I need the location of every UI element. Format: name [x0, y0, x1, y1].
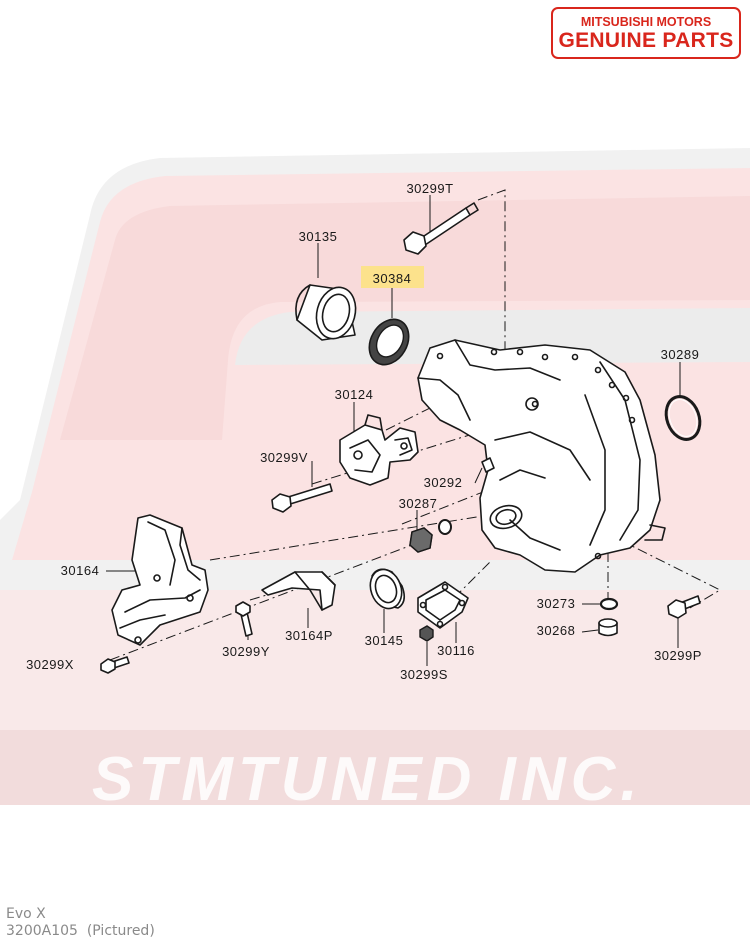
bolt-30299V: [271, 483, 333, 513]
dowel-30292: [481, 457, 495, 473]
brand-line-2: GENUINE PARTS: [558, 29, 734, 52]
bolt-30299P: [667, 595, 701, 619]
bracket-30124: [339, 414, 419, 486]
callout-30384[interactable]: 30384: [373, 271, 412, 286]
callout-30124[interactable]: 30124: [335, 387, 374, 402]
sleeve-30135: [295, 284, 357, 341]
protector-30164P: [261, 571, 336, 611]
callout-30145[interactable]: 30145: [365, 633, 404, 648]
seal-30384: [368, 318, 410, 366]
callout-30287[interactable]: 30287: [399, 496, 438, 511]
callout-30292[interactable]: 30292: [424, 475, 463, 490]
bolt-30299T: [403, 202, 479, 255]
callout-30164P[interactable]: 30164P: [285, 628, 333, 643]
gasket-30273: [599, 597, 619, 611]
callout-30273[interactable]: 30273: [537, 596, 576, 611]
seal-30145: [369, 568, 406, 610]
plate-30116: [417, 581, 469, 629]
bolt-30299S: [419, 625, 434, 642]
highlight-30384: [361, 266, 424, 288]
leader-lines: [106, 195, 681, 666]
brand-line-1: MITSUBISHI MOTORS: [580, 15, 712, 29]
callout-labels: 30299T 30135 30384 30289 30124 30299V 30…: [26, 181, 702, 682]
callout-30299V[interactable]: 30299V: [260, 450, 308, 465]
callout-30299P[interactable]: 30299P: [654, 648, 702, 663]
bolt-30299Y: [235, 601, 253, 637]
transfer-case-body: [417, 339, 666, 573]
bolt-30299X: [100, 656, 130, 674]
callout-30268[interactable]: 30268: [537, 623, 576, 638]
footer-model: Evo X: [6, 906, 46, 922]
plug-30287: [409, 519, 452, 553]
callout-30299T[interactable]: 30299T: [406, 181, 453, 196]
callout-30299X[interactable]: 30299X: [26, 657, 74, 672]
callout-30116[interactable]: 30116: [437, 643, 475, 658]
callout-30164[interactable]: 30164: [61, 563, 100, 578]
genuine-parts-logo: MITSUBISHI MOTORS GENUINE PARTS: [551, 7, 741, 59]
callout-30289[interactable]: 30289: [661, 347, 700, 362]
footer-caption: Evo X 3200A105 (Pictured): [6, 906, 155, 940]
callout-30299Y[interactable]: 30299Y: [222, 644, 270, 659]
plug-30268: [598, 618, 618, 637]
callout-30135[interactable]: 30135: [299, 229, 338, 244]
callout-30299S[interactable]: 30299S: [400, 667, 448, 682]
watermark-text: STMTUNED INC.: [92, 745, 643, 814]
cover-30164: [111, 514, 209, 646]
footer-part-ref: 3200A105 (Pictured): [6, 923, 155, 939]
oring-30289: [664, 395, 702, 441]
